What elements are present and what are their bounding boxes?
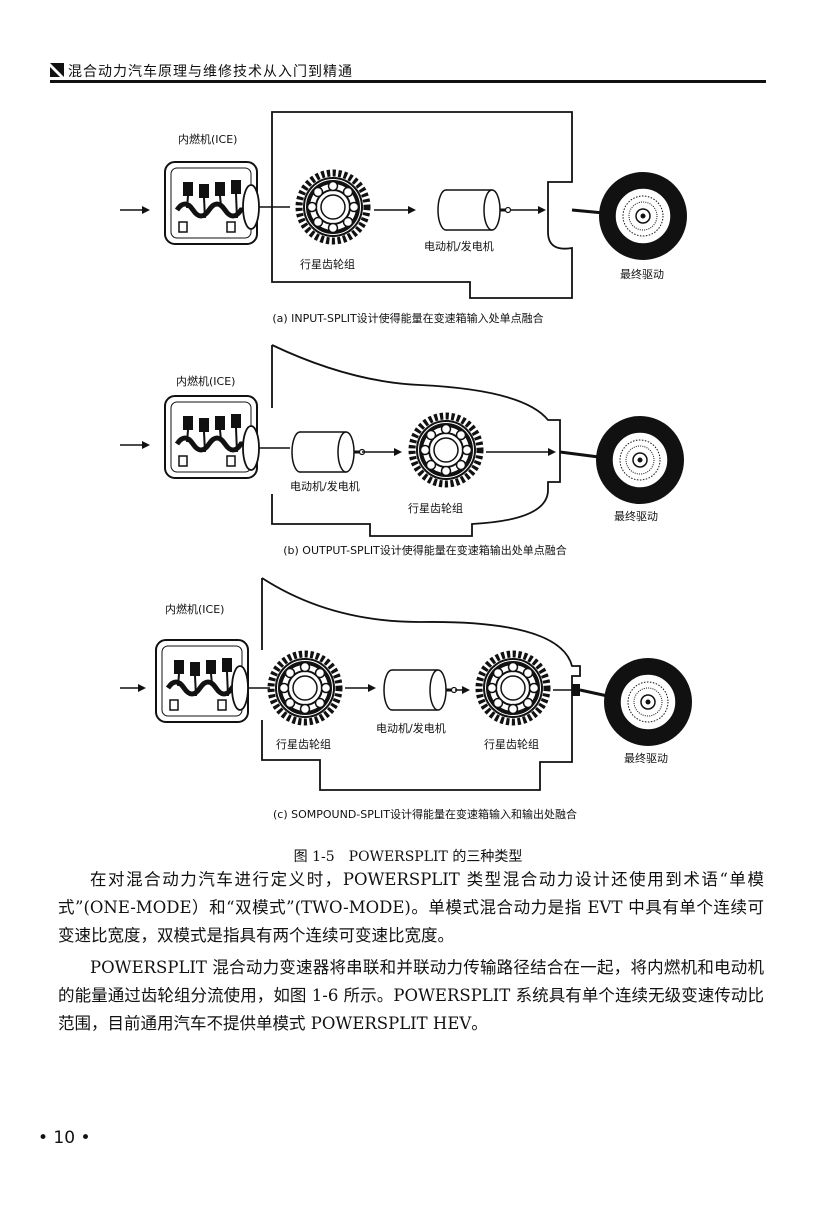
panel-caption: (b) OUTPUT-SPLIT设计使得能量在变速箱输出处单点融合 [283,543,567,557]
component-label: 电动机/发电机 [424,239,494,253]
final-drive-wheel-icon [595,415,685,505]
final-drive-wheel-icon [603,657,693,747]
book-title: 混合动力汽车原理与维修技术从入门到精通 [68,64,353,80]
motor-generator-icon [436,188,512,232]
panel-b: 内燃机(ICE) 电动机/发电机 行星齿轮组 最终驱动 (b) OUTPUT-S… [120,344,685,557]
figure-caption: 图 1-5 POWERSPLIT 的三种类型 [293,849,523,865]
panel-caption: (a) INPUT-SPLIT设计使得能量在变速箱输入处单点融合 [272,311,543,325]
header-rule [50,80,766,83]
component-label: 行星齿轮组 [300,257,355,271]
engine-label: 内燃机(ICE) [178,132,237,146]
component-label: 行星齿轮组 [276,737,331,751]
panel-caption: (c) SOMPOUND-SPLIT设计得能量在变速箱输入和输出处融合 [273,807,577,821]
final-drive-wheel-icon [598,171,688,261]
component-label: 行星齿轮组 [484,737,539,751]
planetary-gear-icon [271,654,339,722]
motor-generator-icon [290,430,366,474]
planetary-gear-icon [299,173,367,241]
panel-c: 内燃机(ICE) 行星齿轮组 电动机/发电机 行星齿轮组 最终驱动 (c) SO… [120,577,693,821]
component-label: 行星齿轮组 [408,501,463,515]
powersplit-figure: 内燃机(ICE) 行星齿轮组 电动机/发电机 最终驱动 (a) INPUT-SP… [120,111,693,821]
component-label: 电动机/发电机 [376,721,446,735]
panel-a: 内燃机(ICE) 行星齿轮组 电动机/发电机 最终驱动 (a) INPUT-SP… [120,111,688,325]
engine-label: 内燃机(ICE) [165,602,224,616]
page-number: • 10 • [38,1128,91,1148]
wheel-label: 最终驱动 [620,267,664,281]
running-header: 混合动力汽车原理与维修技术从入门到精通 [50,60,766,82]
wheel-label: 最终驱动 [624,751,668,765]
header-arrow-icon [50,63,64,77]
component-label: 电动机/发电机 [290,479,360,493]
body-paragraph: POWERSPLIT 混合动力变速器将串联和并联动力传输路径结合在一起，将内燃机… [58,958,764,1033]
body-paragraph: 在对混合动力汽车进行定义时，POWERSPLIT 类型混合动力设计还使用到术语“… [58,870,764,945]
motor-generator-icon [382,668,458,712]
engine-label: 内燃机(ICE) [176,374,235,388]
wheel-label: 最终驱动 [614,509,658,523]
planetary-gear-icon [479,654,547,722]
planetary-gear-icon [412,416,480,484]
